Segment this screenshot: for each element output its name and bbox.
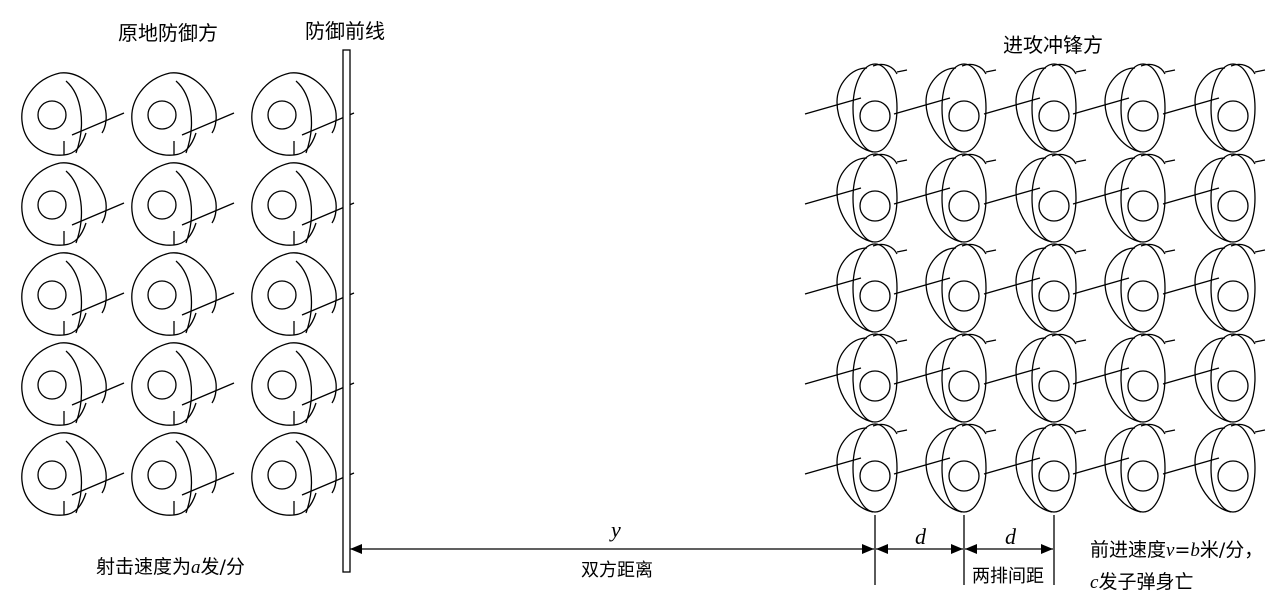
defender-soldier: [131, 342, 235, 426]
attacker-soldier: [893, 153, 997, 243]
distance-caption: 双方距离: [581, 560, 653, 581]
attacker-soldier: [893, 333, 997, 423]
attacker-soldier: [893, 243, 997, 333]
spacing-var-2: d: [1005, 524, 1017, 549]
defender-soldier: [131, 162, 235, 246]
defender-soldier: [251, 432, 355, 516]
fire-rate-var: a: [191, 557, 201, 578]
attacker-soldier: [1162, 423, 1266, 513]
advance-var-v: v: [1166, 540, 1175, 561]
attacker-soldier: [1162, 63, 1266, 153]
distance-var: y: [609, 517, 621, 542]
defender-soldier: [131, 72, 235, 156]
attacker-soldier: [983, 153, 1087, 243]
spacing-var-1: d: [915, 524, 927, 549]
attacker-soldier: [1072, 333, 1176, 423]
defender-soldier: [251, 162, 355, 246]
advance-speed-label: 前进速度v=b米/分，: [1090, 539, 1263, 561]
attacker-soldier: [983, 333, 1087, 423]
attacker-soldier: [1162, 153, 1266, 243]
advance-prefix: 前进速度: [1090, 539, 1166, 561]
attacker-soldier: [804, 153, 908, 243]
defender-formation: [21, 72, 355, 516]
advance-var-b: b: [1190, 540, 1200, 561]
attacker-soldier: [893, 63, 997, 153]
defender-soldier: [131, 252, 235, 336]
attacker-formation: [804, 63, 1266, 513]
defender-soldier: [131, 432, 235, 516]
attacker-soldier: [1162, 333, 1266, 423]
defense-front-line: [342, 49, 351, 573]
defender-soldier: [251, 252, 355, 336]
attacker-soldier: [1072, 423, 1176, 513]
advance-var-c: c: [1090, 572, 1099, 593]
attacker-soldier: [804, 63, 908, 153]
attacker-soldier: [1072, 153, 1176, 243]
attacker-soldier: [1072, 63, 1176, 153]
front-line-title: 防御前线: [305, 19, 385, 43]
defender-soldier: [251, 72, 355, 156]
defender-title: 原地防御方: [118, 21, 218, 45]
advance-unit: 米/分，: [1200, 539, 1263, 561]
attacker-soldier: [804, 423, 908, 513]
defender-soldier: [251, 342, 355, 426]
death-condition-label: c发子弹身亡: [1090, 571, 1193, 593]
attacker-title: 进攻冲锋方: [1003, 33, 1103, 57]
attacker-soldier: [983, 63, 1087, 153]
attacker-soldier: [1072, 243, 1176, 333]
attacker-soldier: [804, 333, 908, 423]
advance-eq: =: [1174, 539, 1190, 561]
fire-rate-label: 射击速度为a发/分: [96, 556, 245, 578]
attacker-soldier: [1162, 243, 1266, 333]
attacker-soldier: [983, 243, 1087, 333]
fire-rate-suffix: 发/分: [201, 556, 245, 578]
defender-soldier: [21, 72, 125, 156]
attacker-soldier: [893, 423, 997, 513]
defender-soldier: [21, 252, 125, 336]
defender-soldier: [21, 432, 125, 516]
advance-suffix: 发子弹身亡: [1098, 571, 1193, 593]
attacker-soldier: [804, 243, 908, 333]
fire-rate-prefix: 射击速度为: [96, 556, 191, 578]
attacker-soldier: [983, 423, 1087, 513]
spacing-caption: 两排间距: [972, 566, 1044, 587]
defender-soldier: [21, 342, 125, 426]
defender-soldier: [21, 162, 125, 246]
